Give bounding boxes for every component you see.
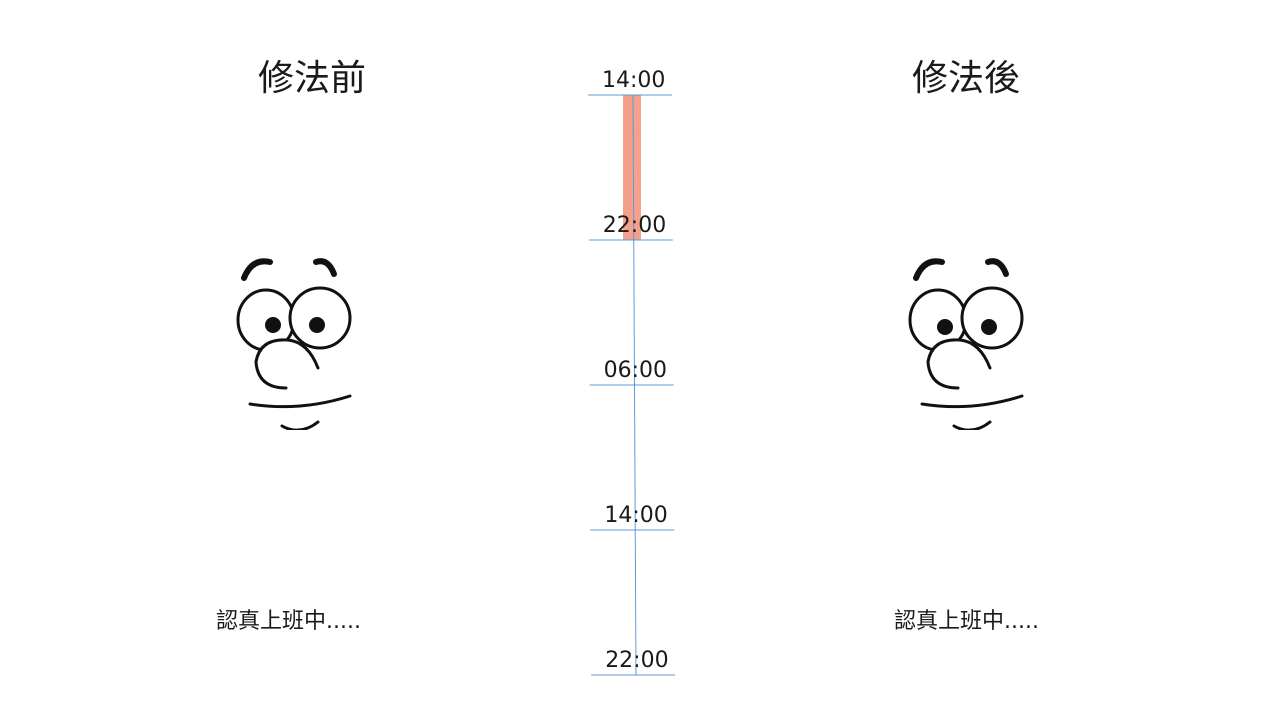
title-before-amendment: 修法前 bbox=[258, 58, 367, 99]
timeline-tick-label: 22:00 bbox=[605, 648, 668, 673]
shift-timeline: 14:00 22:00 06:00 14:00 22:00 bbox=[588, 68, 676, 676]
caption-after: 認真上班中..... bbox=[894, 609, 1039, 634]
timeline-ticks: 14:00 22:00 06:00 14:00 22:00 bbox=[588, 68, 676, 676]
caption-before: 認真上班中..... bbox=[216, 609, 361, 634]
timeline-tick-label: 14:00 bbox=[602, 68, 665, 93]
title-after-amendment: 修法後 bbox=[912, 58, 1021, 99]
cartoon-face-icon bbox=[236, 258, 352, 430]
timeline-tick-label: 14:00 bbox=[604, 503, 667, 528]
work-shift-bar bbox=[623, 95, 641, 240]
timeline-tick-label: 22:00 bbox=[603, 213, 666, 238]
cartoon-face-icon bbox=[908, 258, 1024, 430]
timeline-tick-label: 06:00 bbox=[604, 358, 667, 383]
